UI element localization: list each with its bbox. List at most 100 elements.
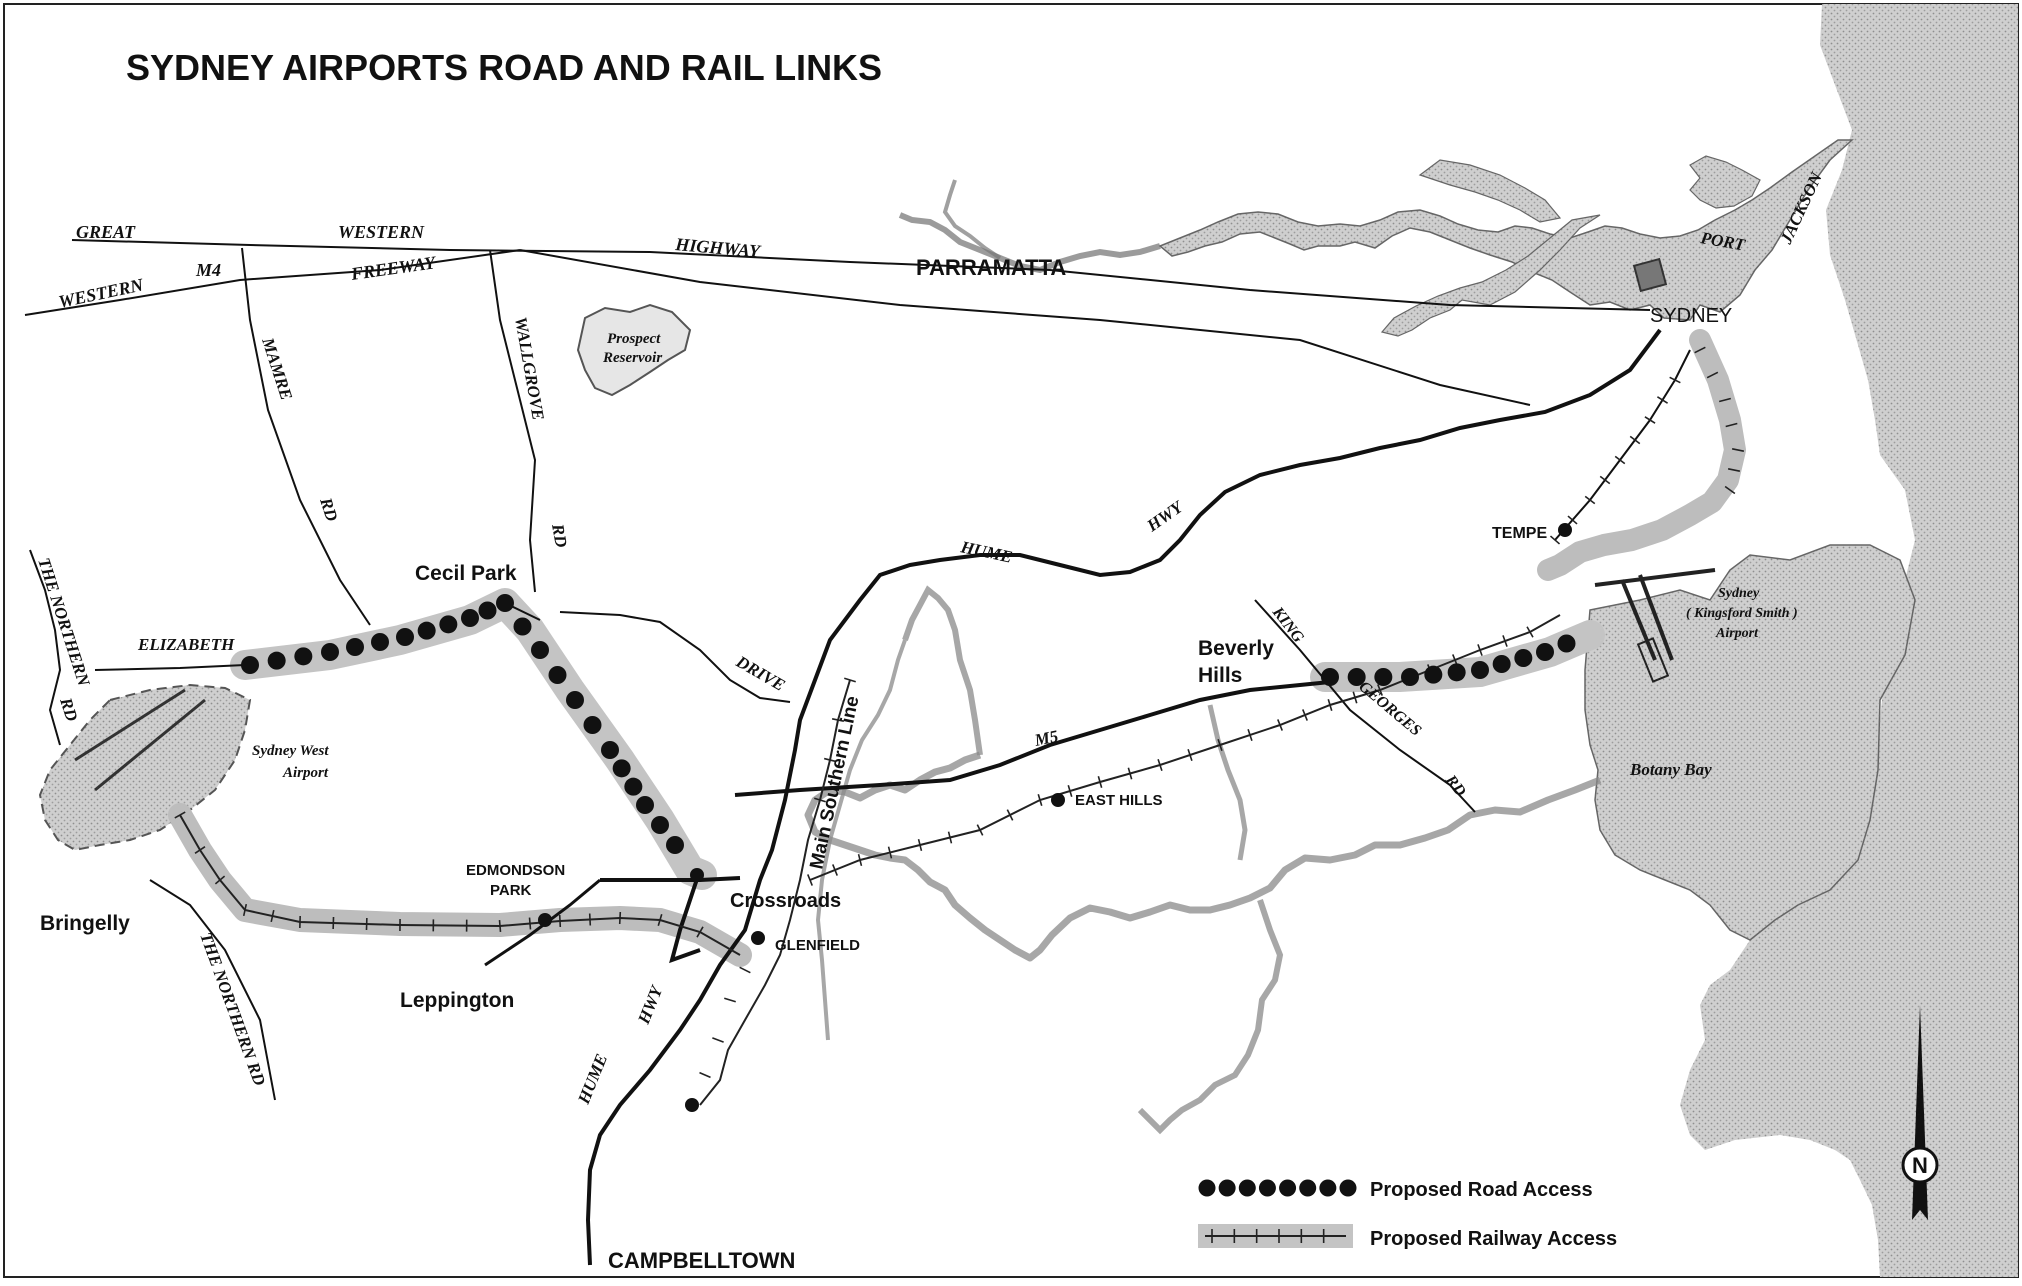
highway-label: HIGHWAY: [674, 234, 763, 262]
road-dot: [624, 778, 642, 796]
east-hills-station: [1051, 793, 1065, 807]
glenfield-station: [751, 931, 765, 945]
elizabeth-drive-west: [95, 665, 245, 670]
road-dot: [1424, 666, 1442, 684]
east-hills-label: EAST HILLS: [1075, 792, 1163, 809]
georges-river: [808, 755, 1600, 958]
edmondson-road: [600, 878, 740, 880]
road-dot: [321, 643, 339, 661]
legend-road-label: Proposed Road Access: [1370, 1179, 1593, 1201]
parramatta-label: PARRAMATTA: [916, 255, 1066, 280]
eastern-rail-line: [1555, 350, 1690, 540]
legend-road-dot: [1319, 1180, 1336, 1197]
legend-road-symbol: [1199, 1180, 1357, 1197]
rail-tick: [560, 915, 561, 927]
road-dot: [1493, 655, 1511, 673]
road-dot: [666, 836, 684, 854]
rail-tick: [1600, 476, 1610, 483]
road-dot: [549, 666, 567, 684]
road-dot: [584, 716, 602, 734]
beverly-label: Beverly: [1198, 637, 1274, 660]
rail-tick: [1615, 456, 1625, 463]
rail-tick: [530, 918, 531, 930]
road-dot: [496, 594, 514, 612]
northern-rd-bottom-label: THE NORTHERN RD: [196, 930, 269, 1088]
kingsford-label-3: Airport: [1715, 626, 1759, 641]
crossroads-marker: [690, 868, 704, 882]
rail-tick: [1645, 417, 1655, 423]
road-dot: [636, 796, 654, 814]
sydney-label: SYDNEY: [1650, 305, 1732, 327]
road-dot: [461, 609, 479, 627]
georges-river-south: [1140, 900, 1280, 1130]
rail-tick: [1657, 397, 1667, 403]
legend: Proposed Road Access Proposed Railway Ac…: [1198, 1179, 1617, 1250]
rail-tick: [740, 967, 751, 972]
rail-tick: [712, 1038, 723, 1042]
road-dot: [241, 656, 259, 674]
hwy-top-label: HWY: [1143, 497, 1188, 536]
road-dot: [1448, 663, 1466, 681]
compass-label: N: [1912, 1153, 1928, 1178]
road-dot: [531, 641, 549, 659]
freeway-label: FREEWAY: [349, 252, 439, 284]
road-dot: [479, 602, 497, 620]
map-title: SYDNEY AIRPORTS ROAD AND RAIL LINKS: [126, 47, 882, 88]
east-hills-rail: [810, 615, 1560, 880]
legend-road-dot: [1279, 1180, 1296, 1197]
road-dot: [346, 638, 364, 656]
road-dot: [1401, 668, 1419, 686]
road-dot: [1471, 661, 1489, 679]
cecil-park-label: Cecil Park: [415, 562, 517, 585]
northern-rd-top-rd-label: RD: [56, 694, 82, 723]
m4-western-label: WESTERN: [57, 274, 146, 312]
georges-river-west: [905, 590, 980, 755]
southern-terminus-station: [685, 1098, 699, 1112]
campbelltown-label: CAMPBELLTOWN: [608, 1248, 795, 1273]
rail-tick: [590, 914, 591, 926]
road-dot: [514, 618, 532, 636]
rail-ticks: [175, 347, 1744, 1077]
harbour-branch-north: [1690, 156, 1760, 208]
elizabeth-label: ELIZABETH: [137, 635, 235, 654]
crossroads-label: Crossroads: [730, 890, 841, 912]
mamre-road: [242, 248, 370, 625]
kingsford-label-1: Sydney: [1718, 586, 1760, 601]
sydney-cbd-marker: [1634, 259, 1666, 291]
road-dot: [268, 652, 286, 670]
hwy-bottom-label: HWY: [634, 982, 667, 1027]
harbour-inlet-north: [1420, 160, 1560, 222]
wallgrove-label: WALLGROVE: [511, 315, 548, 421]
road-dot: [439, 615, 457, 633]
western-label: WESTERN: [338, 222, 425, 242]
rail-tick: [699, 1073, 710, 1078]
road-dot: [371, 633, 389, 651]
proposed-road-highlight: [245, 603, 702, 875]
botany-bay-label: Botany Bay: [1629, 760, 1712, 779]
road-dot: [613, 759, 631, 777]
road-dot: [566, 691, 584, 709]
prospect-label: Prospect: [607, 331, 661, 347]
park-label: PARK: [490, 882, 532, 899]
road-dot: [418, 622, 436, 640]
mamre-rd-label: RD: [316, 494, 342, 523]
road-dot: [601, 741, 619, 759]
legend-road-dot: [1299, 1180, 1316, 1197]
ks-runway-east-west: [1595, 570, 1715, 585]
road-dot: [1514, 649, 1532, 667]
legend-road-dot: [1340, 1180, 1357, 1197]
bringelly-label: Bringelly: [40, 912, 130, 935]
road-dot: [1536, 643, 1554, 661]
m5-label: M5: [1032, 726, 1061, 750]
rail-tick: [620, 912, 621, 924]
eastern-rail-highlight: [1548, 340, 1735, 570]
georges-river-north-branch: [1210, 705, 1245, 860]
legend-rail-label: Proposed Railway Access: [1370, 1228, 1617, 1250]
road-dot: [294, 647, 312, 665]
road-dot: [651, 816, 669, 834]
hume-top-label: HUME: [958, 537, 1014, 567]
rail-tick: [1630, 436, 1640, 443]
wallgrove-road: [490, 250, 535, 592]
tempe-label: TEMPE: [1492, 525, 1547, 542]
